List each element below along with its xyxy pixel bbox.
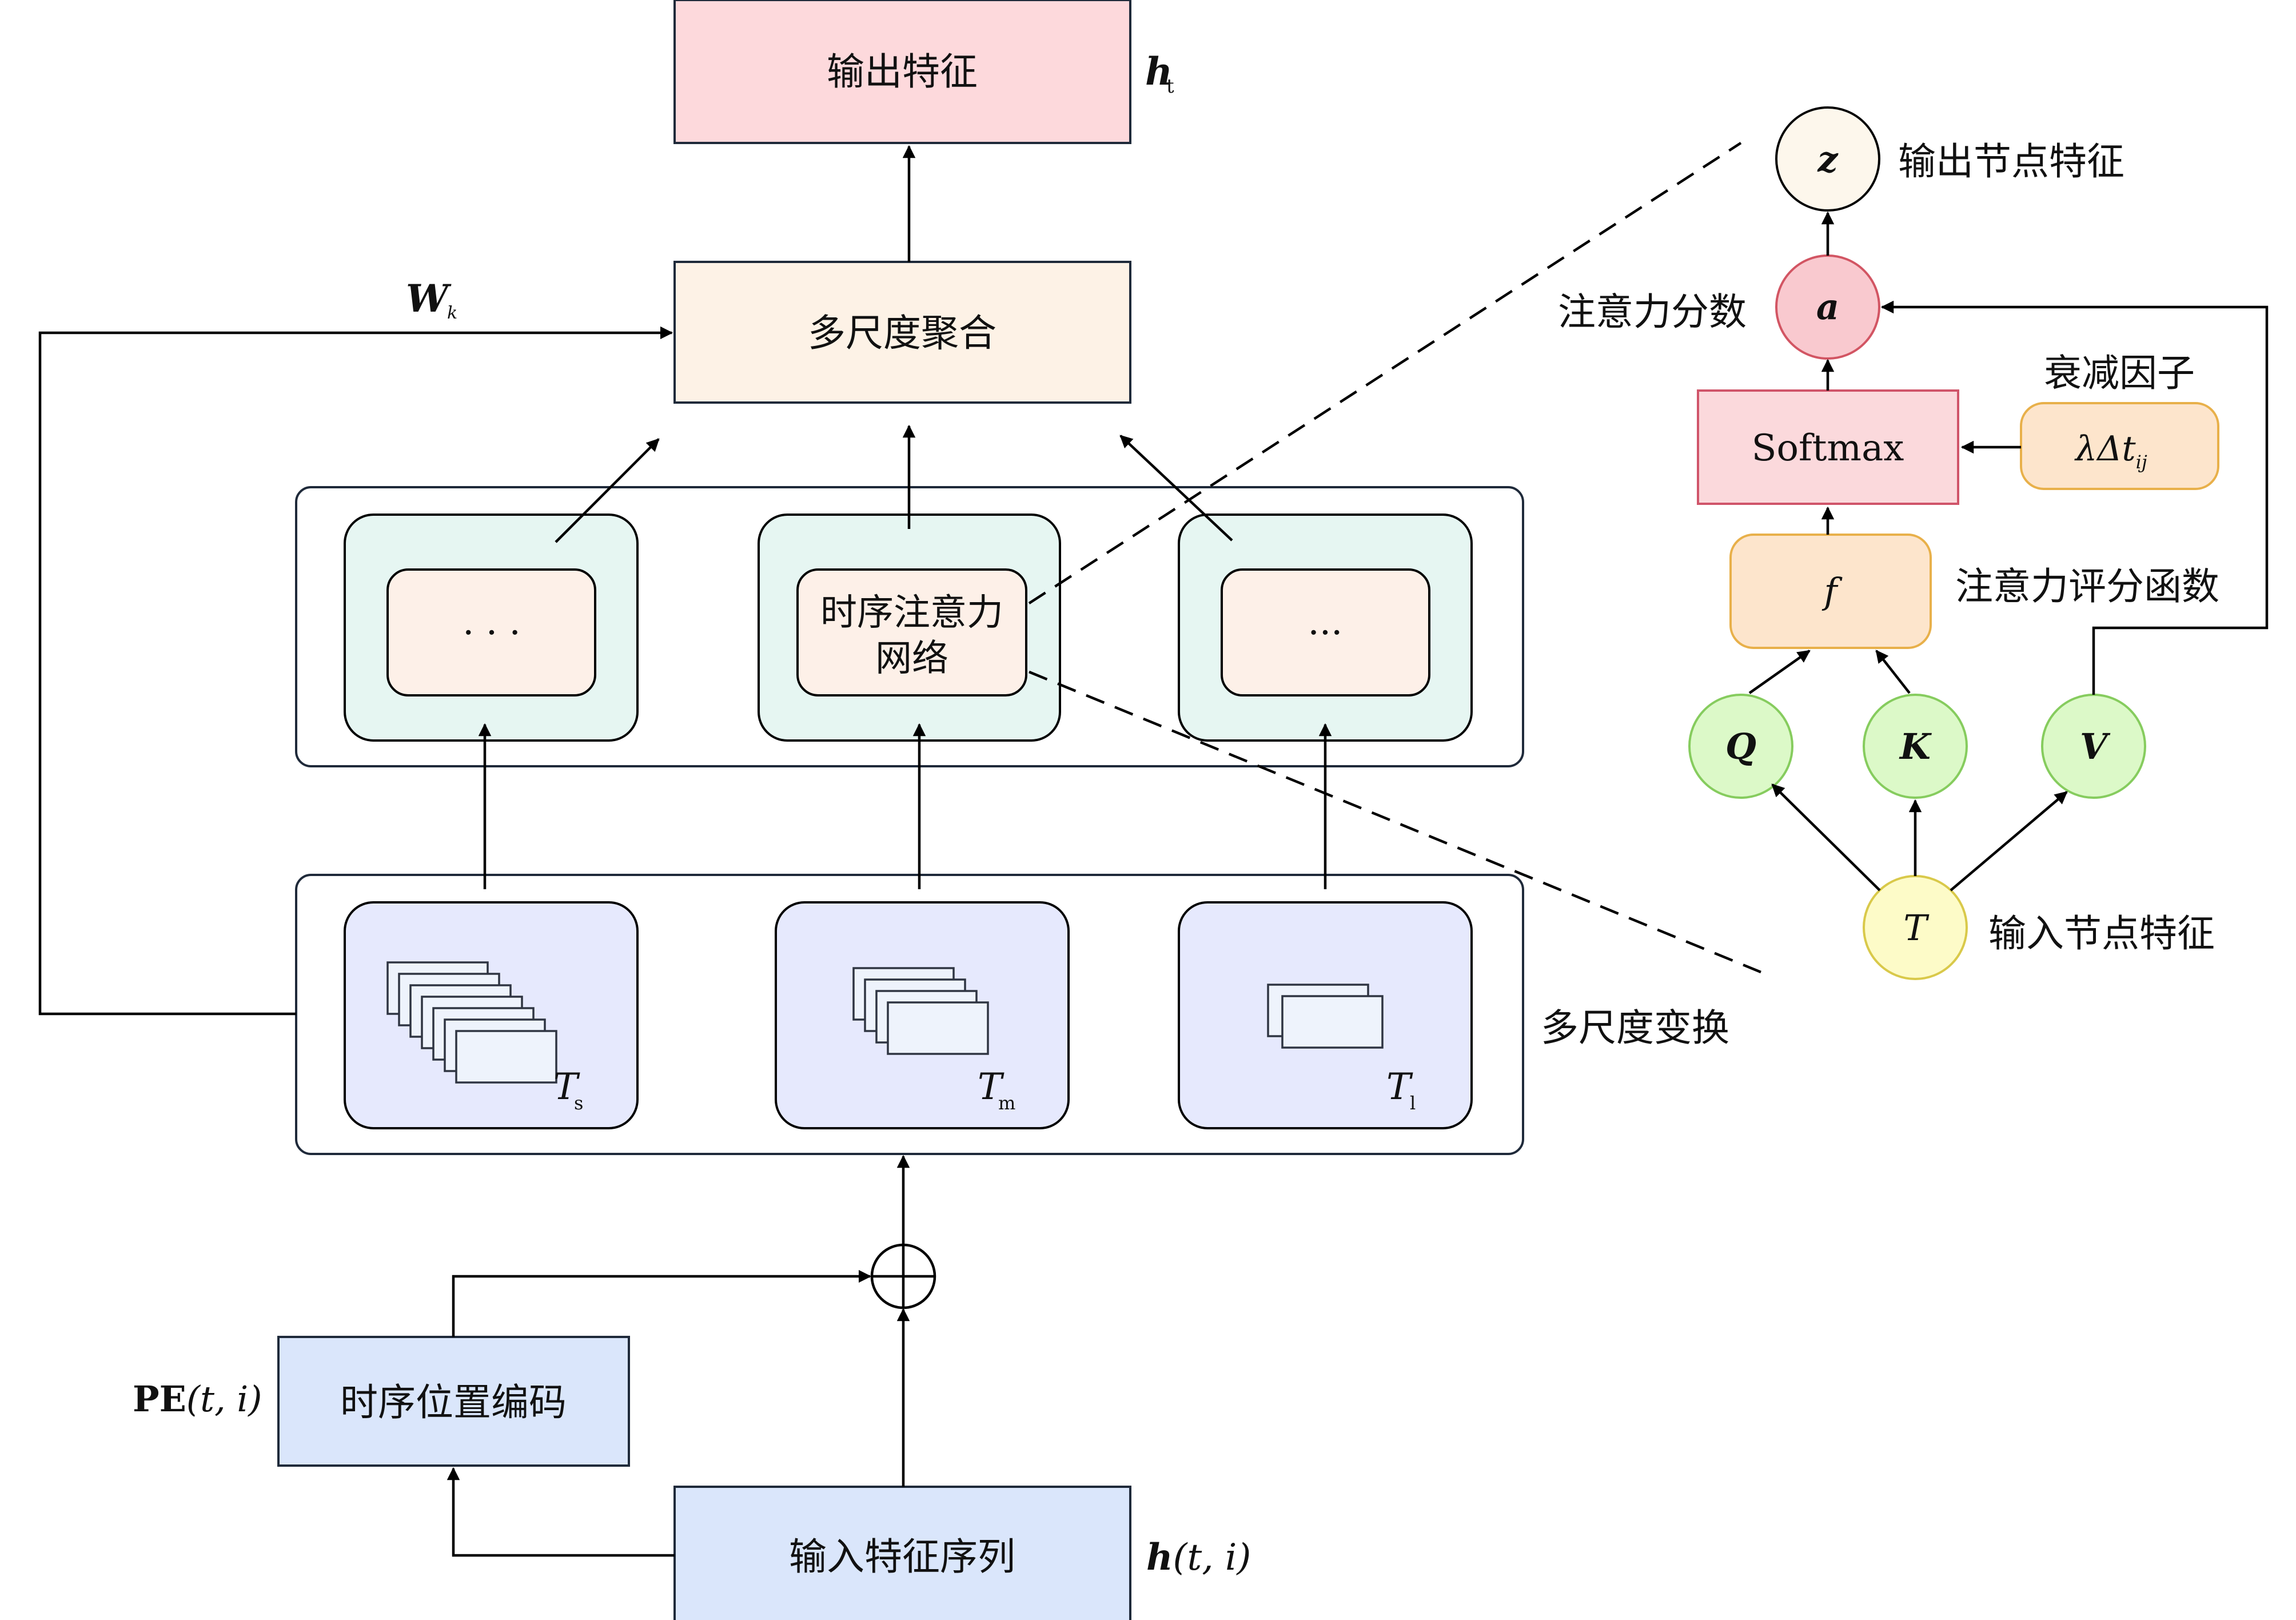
- temporal-attention-label-line2: 网络: [875, 638, 948, 680]
- svg-text:K: K: [1899, 726, 1932, 767]
- arrow-input-to-position-encoding: [447, 1467, 675, 1557]
- svg-text:Q: Q: [1725, 726, 1756, 767]
- zoom-line-bottom: [1029, 670, 1761, 974]
- decay-factor-node: λΔtij: [2020, 402, 2219, 490]
- output-node-label: 输出节点特征: [1898, 140, 2124, 184]
- position-encoding-label: 时序位置编码: [340, 1380, 567, 1424]
- score-function-label: 注意力评分函数: [1955, 564, 2219, 608]
- scale-block-medium: T m: [775, 901, 1070, 1129]
- svg-text:h(t, i): h(t, i): [1146, 1536, 1251, 1579]
- svg-text:PE(t, i): PE(t, i): [133, 1378, 262, 1420]
- svg-text:V: V: [2080, 726, 2111, 767]
- scale-sub-long: l: [1410, 1092, 1416, 1114]
- arrow-attention-right-to-aggregation: [1119, 435, 1233, 542]
- sum-operator: [870, 1243, 936, 1309]
- aggregation-label: 多尺度聚合: [808, 311, 996, 355]
- scale-symbol-medium: T: [978, 1066, 1005, 1108]
- svg-text:λΔtij: λΔtij: [2074, 429, 2147, 473]
- attention-block-right-ellipsis: ···: [1308, 612, 1342, 654]
- svg-text:T: T: [1903, 907, 1930, 949]
- scale-sub-short: s: [574, 1092, 583, 1114]
- scale-sub-medium: m: [998, 1092, 1015, 1114]
- svg-text:h: h: [1145, 49, 1173, 94]
- multi-scale-transform-label: 多尺度变换: [1541, 1006, 1729, 1050]
- arrow-position-encoding-to-sum: [452, 1269, 872, 1337]
- query-node-q: Q: [1688, 694, 1793, 799]
- attention-score-label: 注意力分数: [1558, 290, 1747, 334]
- sequence-stack-icon-long: [1267, 984, 1384, 1049]
- decay-formula: λΔt: [2074, 429, 2136, 469]
- weight-symbol: W k: [406, 276, 457, 323]
- softmax-node: Softmax: [1697, 389, 1959, 505]
- decay-factor-title: 衰减因子: [2044, 351, 2195, 395]
- attention-block-left: · · ·: [344, 514, 639, 742]
- output-feature-label: 输出特征: [827, 50, 978, 94]
- svg-text:W: W: [406, 276, 452, 321]
- sequence-stack-icon-short: [386, 961, 557, 1084]
- softmax-label: Softmax: [1752, 427, 1904, 469]
- attention-block-center: 时序注意力 网络: [758, 514, 1061, 742]
- attention-block-right: ···: [1178, 514, 1473, 742]
- arrow-k-to-f: [1875, 650, 1911, 694]
- arrow-t-to-q: [1771, 783, 1881, 891]
- arrow-q-to-f: [1748, 650, 1811, 694]
- scale-block-short: T s: [344, 901, 639, 1129]
- arrow-t-to-v: [1950, 791, 2068, 891]
- decay-formula-sub: ij: [2136, 451, 2147, 473]
- sequence-stack-icon-medium: [852, 967, 989, 1055]
- scale-symbol-long: T: [1386, 1066, 1413, 1108]
- value-node-v: V: [2041, 694, 2146, 799]
- key-node-k: K: [1863, 694, 1968, 799]
- arrow-transform-to-aggregation-skip: [38, 326, 673, 1016]
- svg-text:k: k: [447, 303, 457, 323]
- position-encoding-node: 时序位置编码: [277, 1336, 630, 1467]
- scale-block-long: T l: [1178, 901, 1473, 1129]
- output-node-z: z: [1775, 106, 1880, 212]
- attention-score-node-a: a: [1775, 254, 1880, 360]
- position-encoding-symbol: PE(t, i): [133, 1378, 262, 1420]
- zoom-line-top: [1028, 142, 1742, 604]
- svg-text:z: z: [1817, 138, 1839, 180]
- scale-symbol-short: T: [553, 1066, 580, 1108]
- output-feature-node: 输出特征: [673, 0, 1131, 144]
- output-feature-symbol: h t: [1145, 49, 1174, 98]
- input-sequence-label: 输入特征序列: [789, 1535, 1015, 1579]
- svg-text:t: t: [1166, 75, 1174, 98]
- svg-text:a: a: [1816, 286, 1839, 328]
- input-node-label: 输入节点特征: [1988, 912, 2215, 956]
- score-function-node: f: [1729, 534, 1932, 649]
- temporal-attention-label-line1: 时序注意力: [820, 592, 1003, 634]
- input-sequence-node: 输入特征序列: [673, 1486, 1131, 1620]
- input-sequence-symbol: h(t, i): [1146, 1536, 1251, 1579]
- multi-scale-aggregation-node: 多尺度聚合: [673, 261, 1131, 404]
- arrow-attention-left-to-aggregation: [555, 438, 660, 543]
- attention-block-left-ellipsis: · · ·: [463, 612, 521, 654]
- arrow-v-to-a: [1880, 300, 2269, 695]
- input-node-t: T: [1863, 875, 1968, 980]
